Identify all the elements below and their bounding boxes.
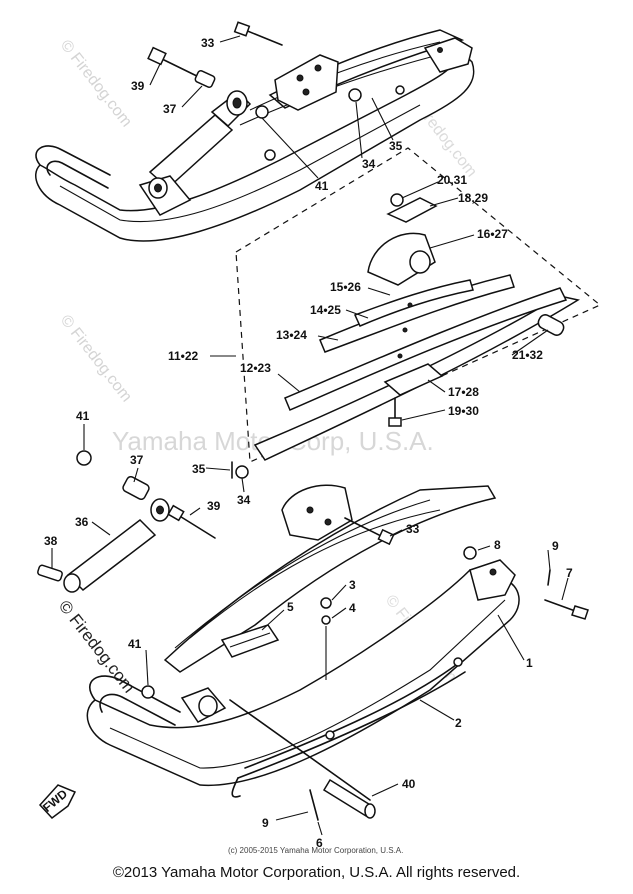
callout-21-32: 21•32: [512, 348, 543, 362]
callout-16-27: 16•27: [477, 227, 508, 241]
callout-36: 36: [75, 515, 89, 529]
callout-7: 7: [566, 566, 573, 580]
callout-2: 2: [455, 716, 462, 730]
callout-9-lower: 9: [262, 816, 269, 830]
callout-38: 38: [44, 534, 58, 548]
callout-8: 8: [494, 538, 501, 552]
callout-14-25: 14•25: [310, 303, 341, 317]
callout-33-upper: 33: [201, 36, 215, 50]
callout-13-24: 13•24: [276, 328, 307, 342]
callout-33-lower: 33: [406, 522, 420, 536]
callout-3: 3: [349, 578, 356, 592]
leaf-spring-exploded: [253, 193, 580, 461]
callout-41-upper: 41: [315, 179, 329, 193]
callout-41-lower: 41: [128, 637, 142, 651]
callout-39-upper: 39: [131, 79, 145, 93]
fwd-arrow: FWD: [38, 784, 77, 820]
callout-5: 5: [287, 600, 294, 614]
upper-ski-assembly: [35, 21, 475, 242]
watermark-site-top-left: © Firedog.com: [57, 37, 135, 130]
callout-9-right: 9: [552, 539, 559, 553]
callout-37-mid: 37: [130, 453, 144, 467]
callout-34-mid: 34: [237, 493, 251, 507]
callout-4: 4: [349, 601, 356, 615]
callout-19-30: 19•30: [448, 404, 479, 418]
lower-ski-assembly: [37, 450, 589, 821]
watermark-site-overlay: © Firedog.com: [55, 597, 139, 697]
callout-18-29: 18,29: [458, 191, 488, 205]
callout-17-28: 17•28: [448, 385, 479, 399]
copyright-notice: ©2013 Yamaha Motor Corporation, U.S.A. A…: [112, 864, 521, 881]
callout-35-mid: 35: [192, 462, 206, 476]
callout-41-mid: 41: [76, 409, 90, 423]
exploded-outline: [235, 147, 602, 463]
callout-11-22: 11•22: [168, 349, 199, 363]
callout-37-upper: 37: [163, 102, 177, 116]
callout-35-upper: 35: [389, 139, 403, 153]
watermark-site-mid-left: © Firedog.com: [57, 312, 135, 405]
leader-lines: [51, 35, 569, 836]
callout-12-23: 12•23: [240, 361, 271, 375]
callout-34-upper: 34: [362, 157, 376, 171]
callout-6: 6: [316, 836, 323, 850]
small-credit: (c) 2005-2015 Yamaha Motor Corporation, …: [228, 846, 403, 855]
callout-1: 1: [526, 656, 533, 670]
callout-40: 40: [402, 777, 416, 791]
callouts: 33 39 37 35 34 41 20,31 18,29 16•27 15•2…: [44, 36, 573, 850]
callout-39-mid: 39: [207, 499, 221, 513]
callout-20-31: 20,31: [437, 173, 467, 187]
callout-15-26: 15•26: [330, 280, 361, 294]
